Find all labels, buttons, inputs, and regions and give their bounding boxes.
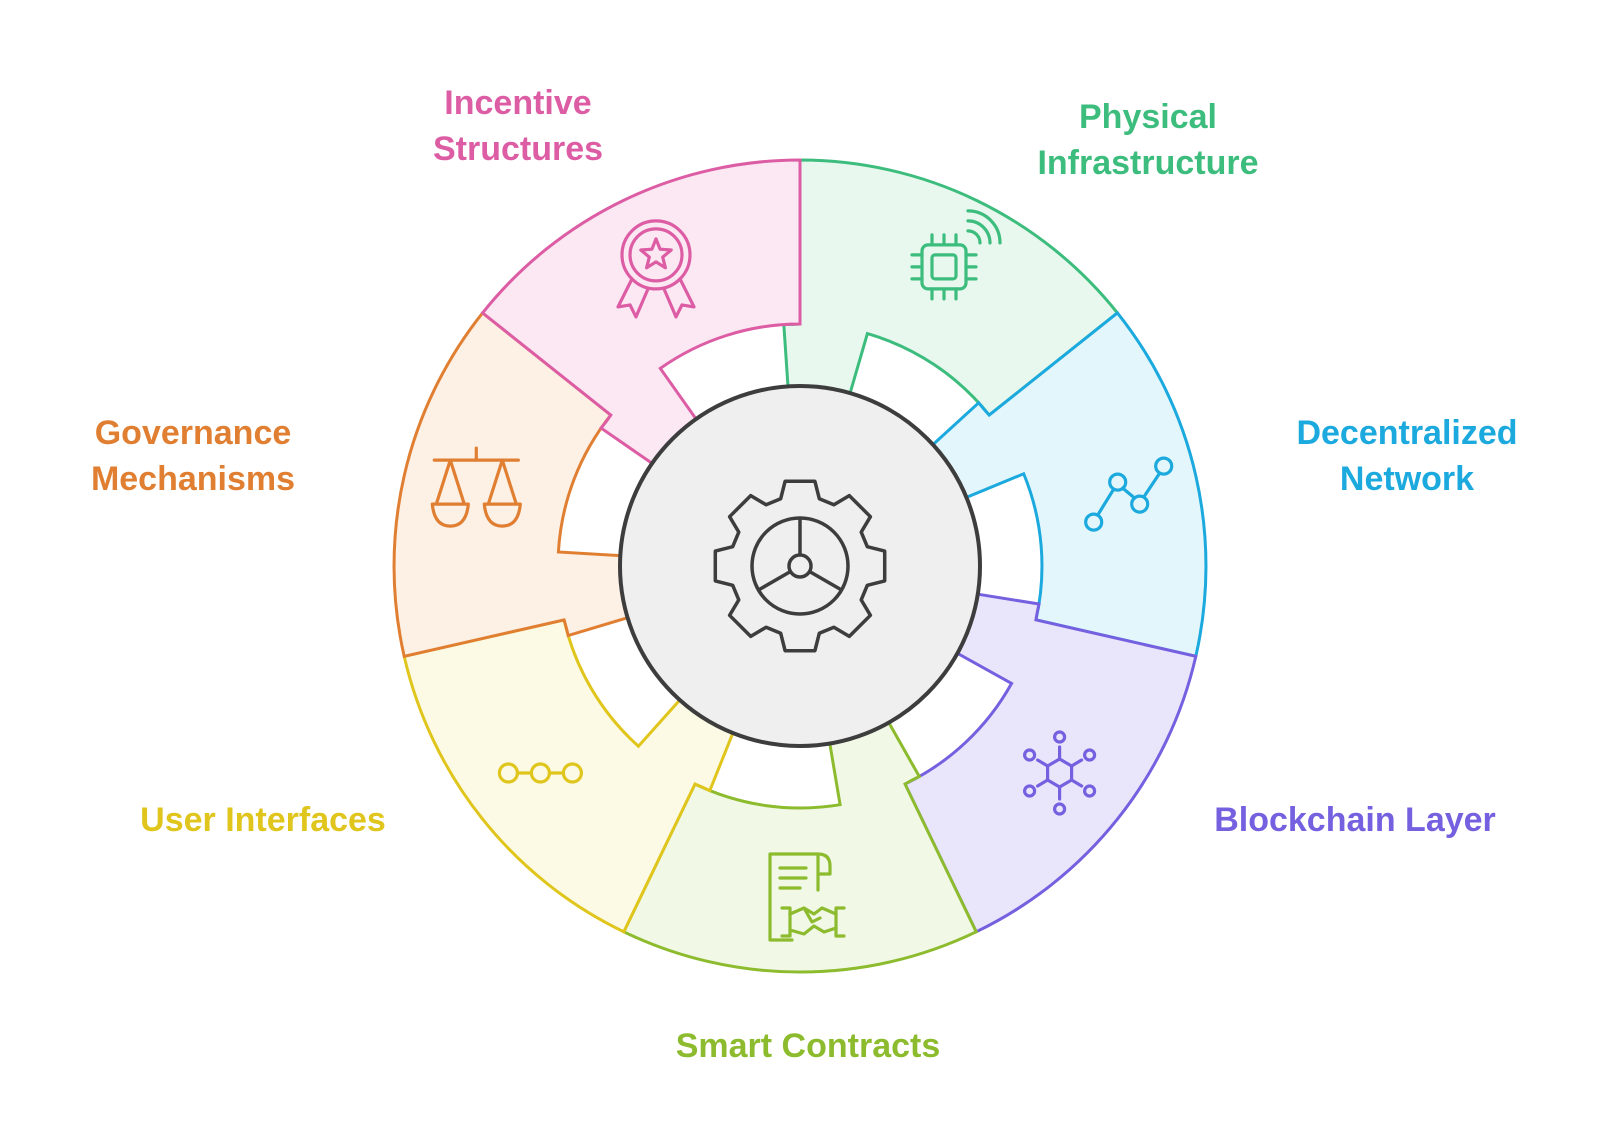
- segment-label-line: Incentive: [444, 84, 591, 122]
- label-smart-contracts: Smart Contracts: [676, 1027, 941, 1065]
- label-blockchain-layer: Blockchain Layer: [1214, 801, 1496, 839]
- chip-signal-icon: [910, 209, 1002, 301]
- scales-icon: [430, 446, 522, 528]
- hub-circle: [618, 384, 982, 748]
- dots-connector-icon: [497, 762, 584, 784]
- segment-physical-infrastructure: [782, 158, 1120, 418]
- label-user-interfaces: User Interfaces: [140, 801, 386, 839]
- nodes-icon: [1022, 730, 1097, 816]
- segment-label-line: Governance: [95, 414, 292, 452]
- segment-label-line: Structures: [433, 130, 603, 168]
- segment-label-line: Smart Contracts: [676, 1027, 941, 1065]
- segment-label-line: User Interfaces: [140, 801, 386, 839]
- network-graph-icon: [1084, 456, 1174, 532]
- wheel-labels: PhysicalInfrastructureDecentralizedNetwo…: [91, 84, 1518, 1065]
- award-badge-icon: [616, 219, 696, 319]
- segment-label-line: Infrastructure: [1037, 144, 1258, 182]
- segment-blockchain-layer: [902, 592, 1198, 934]
- segment-label-line: Mechanisms: [91, 460, 295, 498]
- segment-label-line: Physical: [1079, 98, 1217, 136]
- contract-handshake-icon: [768, 852, 846, 942]
- segment-label-line: Blockchain Layer: [1214, 801, 1496, 839]
- segment-label-line: Decentralized: [1296, 414, 1517, 452]
- central-hub: [618, 384, 982, 748]
- segment-label-line: Network: [1340, 460, 1474, 498]
- gear-icon: [713, 479, 887, 653]
- wheel-segments: [392, 158, 1208, 974]
